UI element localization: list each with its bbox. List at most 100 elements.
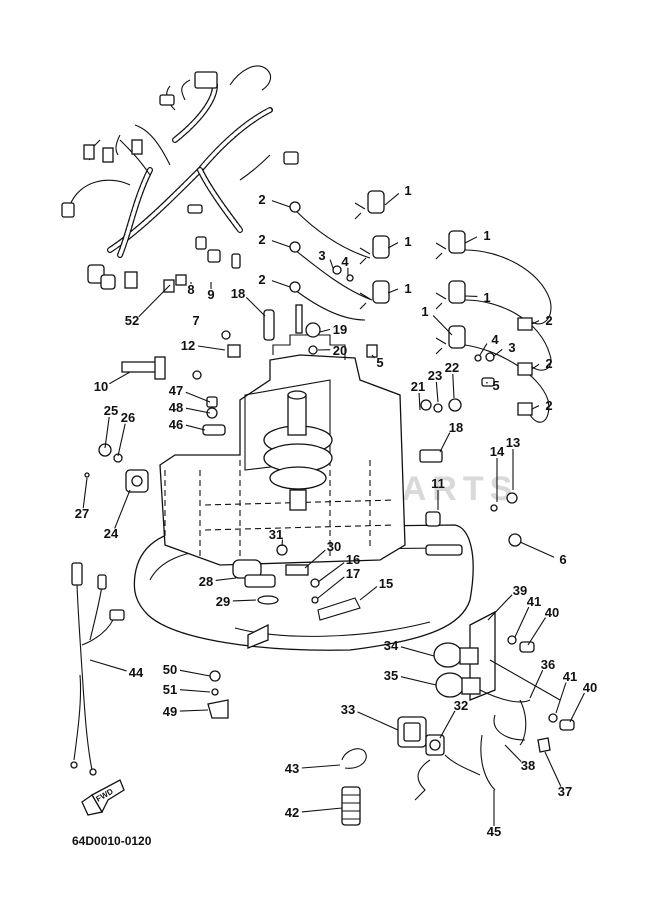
leader-line-c18b — [440, 433, 450, 452]
callout-c40b: 40 — [583, 680, 597, 695]
callout-c31: 31 — [269, 527, 283, 542]
callout-c15: 15 — [379, 576, 393, 591]
leader-line-c37 — [545, 752, 561, 787]
callout-c45: 45 — [487, 824, 501, 839]
callout-c10: 10 — [94, 379, 108, 394]
callout-c5a: 5 — [376, 355, 383, 370]
leader-line-c33 — [358, 712, 398, 730]
cable-protector — [342, 749, 366, 825]
callout-c9: 9 — [207, 287, 214, 302]
leader-line-c48 — [186, 408, 210, 413]
callout-c21: 21 — [411, 379, 425, 394]
leader-line-c2f — [532, 406, 539, 409]
callout-c48: 48 — [169, 400, 183, 415]
callout-c36: 36 — [541, 657, 555, 672]
leader-line-c35 — [401, 677, 436, 685]
leader-line-c2b — [272, 241, 290, 247]
callout-c18b: 18 — [449, 420, 463, 435]
leader-line-c40a — [528, 618, 545, 645]
callout-c16: 16 — [346, 552, 360, 567]
leader-line-c10 — [109, 372, 130, 384]
callout-c2c: 2 — [258, 272, 265, 287]
leader-line-c22 — [453, 374, 454, 398]
callout-c27: 27 — [75, 506, 89, 521]
callout-c47: 47 — [169, 383, 183, 398]
leader-line-c18a — [246, 297, 265, 316]
wire-harness — [62, 66, 298, 292]
leader-line-c41a — [515, 607, 529, 637]
callout-c20: 20 — [333, 343, 347, 358]
fwd-arrow: FWD — [82, 780, 124, 815]
leader-line-c43 — [302, 765, 340, 768]
leader-line-c39 — [488, 595, 512, 620]
callout-c32: 32 — [454, 698, 468, 713]
callout-c37: 37 — [558, 784, 572, 799]
leader-line-c27 — [83, 478, 87, 508]
callout-c51: 51 — [163, 682, 177, 697]
callout-c33: 33 — [341, 702, 355, 717]
leader-line-c44 — [90, 660, 127, 671]
callout-c7: 7 — [192, 313, 199, 328]
leader-line-c32 — [440, 711, 455, 738]
callout-c43: 43 — [285, 761, 299, 776]
callout-c1e: 1 — [483, 290, 490, 305]
leader-line-c24 — [115, 490, 130, 528]
leader-line-c1f — [433, 315, 452, 335]
callout-c29: 29 — [216, 594, 230, 609]
callout-c41a: 41 — [527, 594, 541, 609]
callout-c46: 46 — [169, 417, 183, 432]
callout-c23: 23 — [428, 368, 442, 383]
leader-line-c3a — [330, 260, 333, 268]
callout-c3a: 3 — [318, 248, 325, 263]
callout-c39: 39 — [513, 583, 527, 598]
relay-assembly — [434, 612, 574, 740]
leader-line-c1d — [465, 237, 477, 243]
leader-line-c52 — [139, 285, 170, 317]
switch-assembly — [398, 700, 550, 800]
callout-c18a: 18 — [231, 286, 245, 301]
callout-c35: 35 — [384, 668, 398, 683]
leader-line-c47 — [186, 392, 210, 402]
callout-c13: 13 — [506, 435, 520, 450]
battery-lead — [71, 563, 124, 775]
callout-c17: 17 — [346, 566, 360, 581]
callout-c2a: 2 — [258, 192, 265, 207]
callout-c24: 24 — [104, 526, 119, 541]
callout-c2f: 2 — [545, 398, 552, 413]
leader-line-c41b — [556, 682, 566, 713]
callout-c8: 8 — [187, 282, 194, 297]
leader-line-c46 — [186, 425, 205, 430]
callout-c2b: 2 — [258, 232, 265, 247]
leader-line-c23 — [436, 382, 438, 402]
callout-c34: 34 — [384, 638, 399, 653]
callout-c6: 6 — [559, 552, 566, 567]
leader-line-c42 — [302, 808, 342, 812]
callout-c38: 38 — [521, 758, 535, 773]
leader-line-c25 — [105, 417, 109, 448]
callout-c1f: 1 — [421, 304, 428, 319]
callout-c3b: 3 — [508, 340, 515, 355]
leader-line-c1a — [385, 193, 399, 205]
callout-c1d: 1 — [483, 228, 490, 243]
callout-c12: 12 — [181, 338, 195, 353]
callout-c28: 28 — [199, 574, 213, 589]
leader-line-c2c — [272, 281, 290, 287]
callout-c44: 44 — [129, 665, 144, 680]
callout-c2e: 2 — [545, 356, 552, 371]
callout-c4a: 4 — [341, 254, 349, 269]
callout-c2d: 2 — [545, 313, 552, 328]
callout-c14: 14 — [490, 444, 505, 459]
callout-c26: 26 — [121, 410, 135, 425]
leader-line-c50 — [180, 670, 210, 676]
leader-line-c4b — [480, 344, 487, 355]
leader-line-c40b — [570, 693, 584, 722]
callout-c40a: 40 — [545, 605, 559, 620]
callout-c50: 50 — [163, 662, 177, 677]
leader-line-c12 — [198, 346, 225, 350]
leader-line-c38 — [505, 745, 521, 762]
leader-line-c19 — [320, 329, 330, 332]
leader-line-c2a — [272, 201, 290, 207]
diagram-code: 64D0010-0120 — [72, 834, 152, 848]
